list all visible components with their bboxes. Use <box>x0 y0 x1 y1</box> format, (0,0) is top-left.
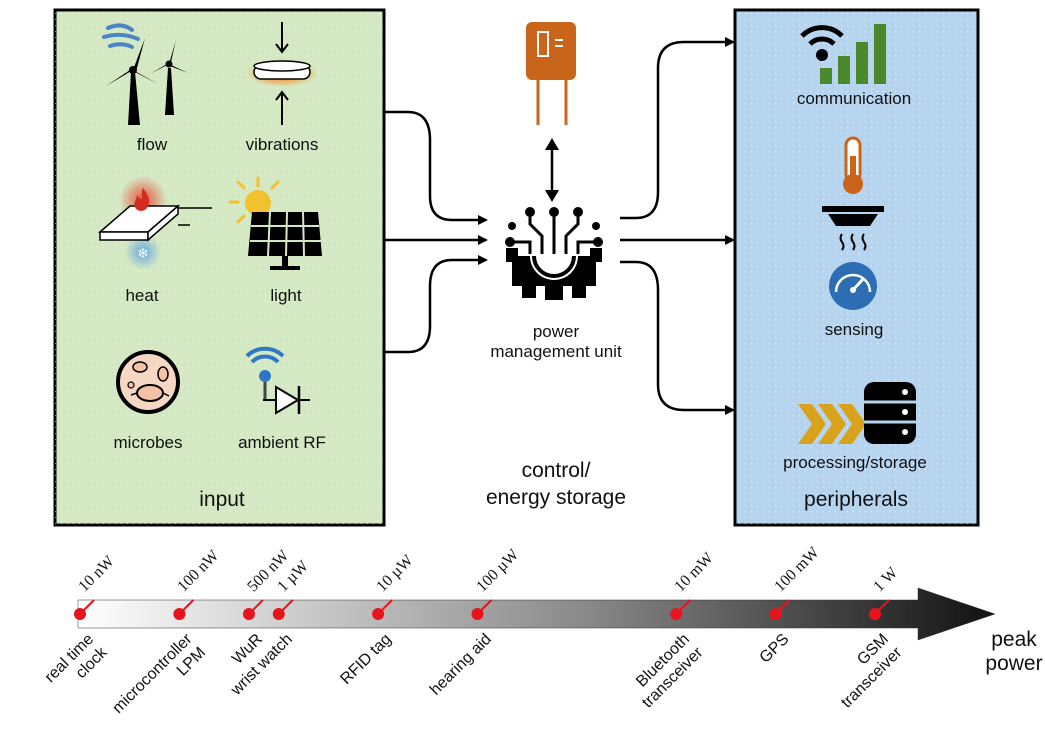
peripherals-title: peripherals <box>804 488 908 511</box>
thermometer-smoke-gauge-icon <box>822 136 884 310</box>
axis-label-line1: peak <box>991 628 1037 651</box>
input-panel <box>53 8 386 527</box>
solar-panel-icon <box>228 176 322 270</box>
power-scale-axis <box>77 587 996 641</box>
marker-dot <box>173 608 186 620</box>
capacitor-pmu-arrow <box>545 138 559 202</box>
peripheral-label-sensing: sensing <box>824 320 884 339</box>
source-label-microbes: microbes <box>113 433 183 452</box>
input-to-pmu-arrows <box>384 110 488 354</box>
piezo-disc-icon <box>246 22 318 125</box>
source-label-heat: heat <box>125 286 159 305</box>
microbe-dish-icon <box>116 350 180 414</box>
capacitor-icon <box>526 22 576 125</box>
pmu-label-line2: management unit <box>490 342 622 361</box>
source-label-vibrations: vibrations <box>245 135 319 154</box>
power-markers <box>74 599 890 620</box>
marker-dot <box>74 608 86 620</box>
marker-dot <box>471 608 484 620</box>
pmu-to-peripherals-arrows <box>620 37 735 415</box>
rf-antenna-diode-icon <box>245 346 310 415</box>
axis-label-line2: power <box>985 652 1043 675</box>
database-chevrons-icon <box>798 382 916 444</box>
source-label-light: light <box>270 286 302 305</box>
circuit-gear-icon <box>505 207 603 300</box>
source-label-flow: flow <box>136 135 168 154</box>
source-label-ambient-rf: ambient RF <box>238 433 326 452</box>
peripheral-label-processing: processing/storage <box>783 453 927 472</box>
svg-text:❄: ❄ <box>137 246 149 262</box>
signal-bars-icon <box>800 24 886 84</box>
marker-dot <box>869 608 881 620</box>
marker-dot <box>372 608 385 620</box>
wind-turbine-icon <box>102 23 188 125</box>
marker-dot <box>769 608 782 620</box>
thermoelectric-plate-icon: ❄ <box>97 176 212 270</box>
peripheral-label-communication: communication <box>796 89 912 108</box>
marker-dot <box>242 608 255 620</box>
input-title: input <box>199 488 245 511</box>
storage-label-line2: energy storage <box>485 486 627 509</box>
storage-label-line1: control/ <box>521 459 591 482</box>
pmu-label-line1: power <box>532 322 580 341</box>
marker-dot <box>670 608 683 620</box>
marker-dot <box>272 608 285 620</box>
